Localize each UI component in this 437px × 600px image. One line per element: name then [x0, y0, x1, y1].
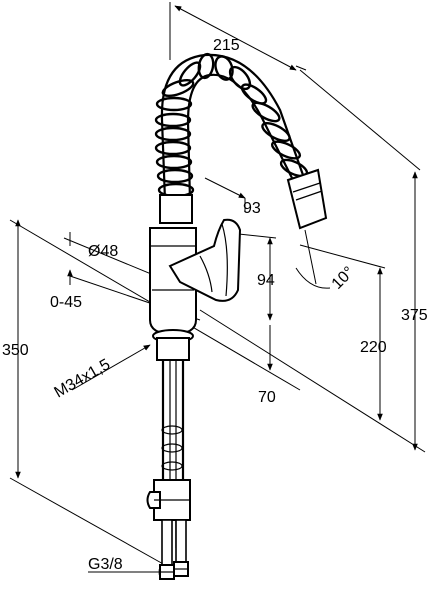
lever-height-label: 94 [257, 272, 275, 289]
faucet-body [149, 194, 242, 343]
swivel-label: 0-45 [50, 294, 82, 311]
spray-angle-label: 10° [329, 264, 358, 293]
thread-label: M34x1,5 [52, 356, 114, 401]
total-height-label: 375 [401, 307, 428, 324]
supply-hoses [159, 519, 189, 580]
dimension-labels: 215 93 Ø48 94 0-45 10° 220 375 350 M34x1… [2, 37, 428, 573]
outlet-height-label: 220 [360, 339, 387, 356]
spring-hose [154, 52, 309, 201]
body-diameter-label: Ø48 [88, 243, 118, 260]
counter-thickness-label: 350 [2, 342, 29, 359]
spout-offset-label: 93 [243, 200, 261, 217]
connection-label: G3/8 [88, 556, 123, 573]
overall-reach-label: 215 [213, 37, 240, 54]
spray-head [286, 168, 328, 230]
base-depth-label: 70 [258, 389, 276, 406]
